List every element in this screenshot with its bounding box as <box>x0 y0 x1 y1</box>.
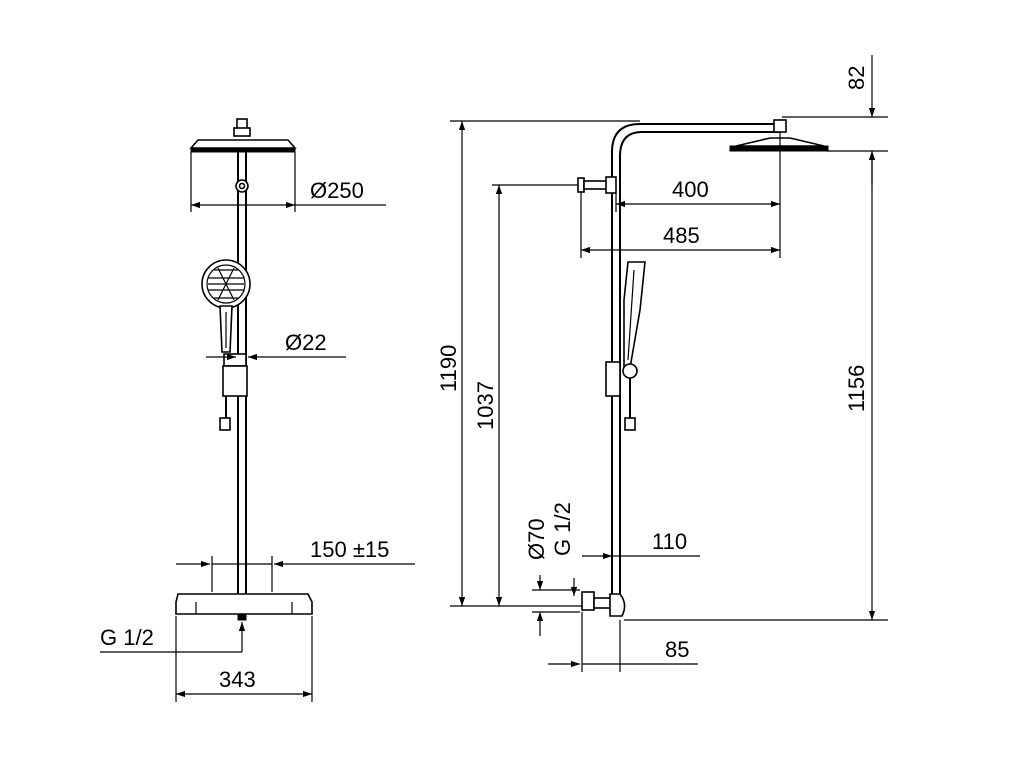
side-thermostat-mixer <box>581 591 626 617</box>
dim-wall-110: 110 <box>582 529 700 560</box>
dim-connection-spacing-label: 150 ±15 <box>310 537 389 562</box>
front-view: Ø250 Ø22 150 ±15 G 1/2 <box>100 118 415 702</box>
hand-shower <box>201 259 251 353</box>
dim-thread-side-label: G 1/2 <box>550 502 575 556</box>
dim-pipe-diameter: Ø22 <box>206 330 346 361</box>
dim-arm-485: 485 <box>580 192 781 258</box>
dim-head-diameter-label: Ø250 <box>310 178 364 203</box>
side-view: 82 1190 1037 1156 400 <box>436 55 888 672</box>
dim-wall-85-label: 85 <box>665 637 689 662</box>
dim-mixer-width: 343 <box>175 616 313 702</box>
dim-arm-485-label: 485 <box>663 223 700 248</box>
dim-wall-85: 85 <box>548 612 698 672</box>
dim-pipe-diameter-label: Ø22 <box>285 330 327 355</box>
thermostat-mixer <box>175 593 313 621</box>
dim-total-height: 1190 <box>436 120 640 607</box>
dim-head-diameter: Ø250 <box>190 152 386 212</box>
dim-total-height-label: 1190 <box>436 345 461 392</box>
dim-arm-400-label: 400 <box>672 177 709 202</box>
dim-thread-front: G 1/2 <box>100 622 246 653</box>
dim-arm-400: 400 <box>615 134 781 212</box>
dim-rosette: Ø70 <box>524 518 580 636</box>
dim-head-offset: 82 <box>782 55 888 185</box>
slide-holder <box>219 353 248 431</box>
dim-head-offset-label: 82 <box>844 66 869 90</box>
dim-rosette-label: Ø70 <box>524 518 549 560</box>
dim-mixer-width-label: 343 <box>219 667 256 692</box>
dim-thread-front-label: G 1/2 <box>100 625 154 650</box>
dim-thread-side: G 1/2 <box>550 502 578 596</box>
dim-height-1037-label: 1037 <box>473 381 498 430</box>
wall-bracket <box>577 176 617 194</box>
dim-connection-spacing: 150 ±15 <box>176 537 415 592</box>
dim-height-1037: 1037 <box>473 184 578 606</box>
rain-shower-head <box>189 118 297 153</box>
dim-height-1156-label: 1156 <box>844 365 869 412</box>
dim-wall-110-label: 110 <box>652 529 687 554</box>
side-hand-shower <box>605 261 646 431</box>
dim-height-1156: 1156 <box>624 151 888 621</box>
